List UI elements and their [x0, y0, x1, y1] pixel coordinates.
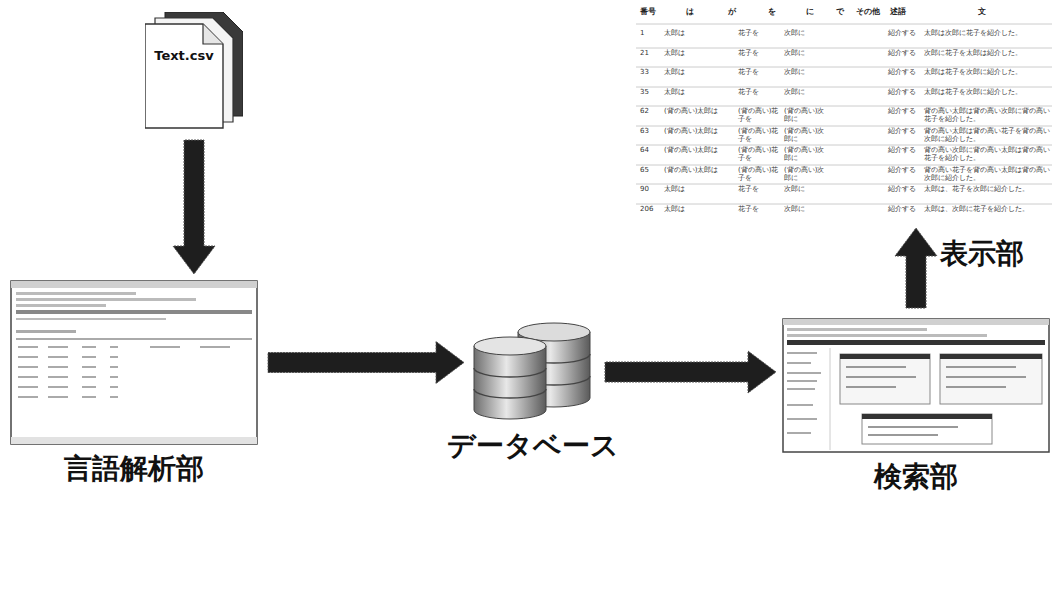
table-cell: 64	[640, 146, 662, 154]
part-heading: 検索部	[874, 461, 958, 493]
table-cell: 次郎に花子を太郎は紹介した。	[924, 49, 1050, 57]
table-cell: (背の高い)次郎に	[784, 107, 828, 123]
table-cell: (背の高い)太郎は	[664, 127, 736, 135]
table-cell: 65	[640, 166, 662, 174]
table-header: 述語	[890, 8, 920, 16]
table-cell: 花子を	[738, 29, 782, 37]
table-header: その他	[856, 8, 886, 16]
table-cell: 背の高い花子を背の高い太郎は背の高い次郎に紹介した。	[924, 166, 1050, 182]
table-cell: 62	[640, 107, 662, 115]
toolbar	[787, 328, 1045, 345]
table-header: を	[768, 8, 798, 16]
table-cell: 背の高い次郎に背の高い太郎は背の高い花子を紹介した。	[924, 146, 1050, 162]
table-cell: 次郎に	[784, 68, 828, 76]
table-header: 文	[978, 8, 1038, 16]
search-panels	[840, 354, 1042, 444]
flow-arrow	[268, 342, 464, 384]
table-cell: 花子を	[738, 88, 782, 96]
screenshot-illustration	[782, 318, 1050, 453]
table-cell: 紹介する	[888, 107, 922, 115]
table-header: が	[728, 8, 758, 16]
toolbar	[16, 292, 252, 320]
table-cell: (背の高い)次郎に	[784, 127, 828, 143]
table-header: は	[686, 8, 716, 16]
table-cell: 太郎は	[664, 49, 736, 57]
database-icon	[470, 322, 595, 422]
table-cell: 紹介する	[888, 68, 922, 76]
table-cell: 次郎に	[784, 88, 828, 96]
table-cell: 紹介する	[888, 88, 922, 96]
table-cell: 90	[640, 185, 662, 193]
table-cell: 1	[640, 29, 662, 37]
table-cell: (背の高い)太郎は	[664, 107, 736, 115]
table-header: に	[806, 8, 836, 16]
table-cell: 太郎は、次郎に花子を紹介した。	[924, 205, 1050, 213]
file-name: Text.csv	[147, 48, 221, 63]
table-cell: 35	[640, 88, 662, 96]
front-cylinder	[474, 337, 546, 419]
table-cell: 花子を	[738, 49, 782, 57]
table-cell: (背の高い)花子を	[738, 107, 782, 123]
table-cell: 33	[640, 68, 662, 76]
table-cell: 次郎に	[784, 49, 828, 57]
table-cell: 紹介する	[888, 205, 922, 213]
screen-box: 言語解析部	[10, 280, 258, 445]
document-stack: Text.csv	[145, 12, 243, 130]
table-cell: 太郎は花子を次郎に紹介した。	[924, 68, 1050, 76]
table-cell: 背の高い太郎は背の高い次郎に背の高い花子を紹介した。	[924, 107, 1050, 123]
table-cell: (背の高い)花子を	[738, 146, 782, 162]
table-cell: 紹介する	[888, 29, 922, 37]
table-cell: (背の高い)次郎に	[784, 166, 828, 182]
table-cell: 63	[640, 127, 662, 135]
table-cell: 太郎は	[664, 68, 736, 76]
table-cell: 太郎は	[664, 185, 736, 193]
table-rows	[16, 330, 252, 398]
table-cell: 21	[640, 49, 662, 57]
table-cell: 花子を	[738, 205, 782, 213]
table-cell: 花子を	[738, 68, 782, 76]
table-cell: (背の高い)花子を	[738, 166, 782, 182]
title-bar	[783, 319, 1049, 325]
title-bar	[11, 281, 257, 288]
table-cell: 背の高い太郎は背の高い花子を背の高い次郎に紹介した。	[924, 127, 1050, 143]
table-cell: (背の高い)花子を	[738, 127, 782, 143]
table-header: 番号	[640, 8, 670, 16]
part-heading: データベース	[447, 430, 619, 462]
table-cell: 次郎に	[784, 205, 828, 213]
status-bar	[11, 437, 257, 444]
table-cell: 太郎は、花子を次郎に紹介した。	[924, 185, 1050, 193]
table-cell: (背の高い)次郎に	[784, 146, 828, 162]
window-frame	[783, 319, 1049, 452]
front-page	[145, 24, 223, 128]
table-cell: 紹介する	[888, 127, 922, 135]
table-cell: 太郎は	[664, 205, 736, 213]
table-cell: 紹介する	[888, 146, 922, 154]
part-heading: 言語解析部	[64, 453, 204, 485]
table-cell: 紹介する	[888, 185, 922, 193]
part-heading: 表示部	[940, 238, 1024, 270]
table-cell: 206	[640, 205, 662, 213]
flow-arrow	[605, 351, 776, 393]
document-stack-icon	[145, 12, 243, 130]
table-cell: 紹介する	[888, 166, 922, 174]
window-frame	[11, 281, 257, 444]
sidebar	[787, 352, 821, 434]
screenshot-illustration	[10, 280, 258, 445]
screen-box: 検索部	[782, 318, 1050, 453]
table-cell: 太郎は花子を次郎に紹介した。	[924, 88, 1050, 96]
table-cell: 太郎は	[664, 29, 736, 37]
table-cell: 太郎は次郎に花子を紹介した。	[924, 29, 1050, 37]
database-box: データベース	[470, 322, 595, 422]
flow-arrow	[173, 140, 215, 274]
table-cell: 次郎に	[784, 29, 828, 37]
table-cell: (背の高い)太郎は	[664, 166, 736, 174]
table-cell: (背の高い)太郎は	[664, 146, 736, 154]
table-cell: 次郎に	[784, 185, 828, 193]
table-cell: 花子を	[738, 185, 782, 193]
table-cell: 紹介する	[888, 49, 922, 57]
page-fold	[203, 24, 223, 44]
table-rules	[636, 24, 1052, 204]
flow-arrow	[895, 228, 937, 308]
table-cell: 太郎は	[664, 88, 736, 96]
